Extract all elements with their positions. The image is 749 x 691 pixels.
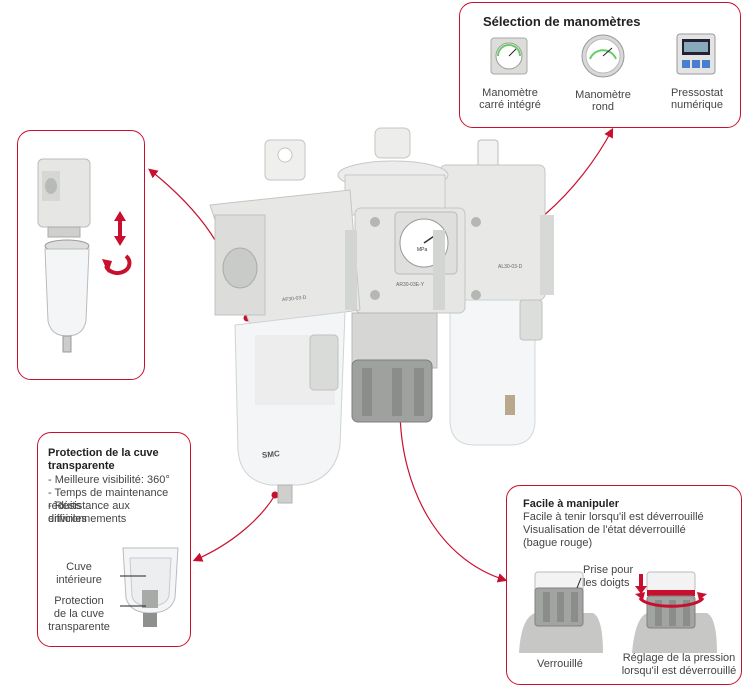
round-gauge-label-line1: Manomètre — [575, 89, 631, 101]
digital-switch-label-line2: numérique — [671, 99, 723, 111]
round-gauge-label-line2: rond — [591, 101, 615, 113]
manometer-selection-title: Sélection de manomètres — [483, 14, 641, 29]
regulator-unit — [337, 127, 466, 423]
easy-handling-title: Facile à manipuler — [523, 498, 619, 510]
easy-handling-callout: Facile à manipuler Facile à tenir lorsqu… — [506, 485, 742, 685]
bowl-detail-illustration — [120, 547, 179, 627]
finger-grip-label-line2: les doigts — [583, 577, 630, 589]
digital-switch-label-line1: Pressostat — [671, 87, 723, 99]
bowl-protection-bullet-4: difficiles — [48, 513, 87, 525]
filter-brand-logo: SMC — [261, 449, 281, 460]
connector-bowl-callout — [192, 494, 276, 562]
filter-disassembly-callout — [17, 130, 145, 380]
digital-pressure-switch-icon — [676, 33, 716, 75]
bowl-protection-title-line2: transparente — [48, 460, 115, 472]
bowl-guard-label-line3: transparente — [48, 621, 110, 633]
locked-label: Verrouillé — [537, 658, 583, 670]
bowl-protection-bullet-3: - Résistance aux environnements — [48, 500, 130, 525]
easy-handling-line-3: (bague rouge) — [523, 537, 593, 549]
connector-handle-callout — [399, 407, 508, 583]
lubricator-model-code: AL30-03-D — [498, 264, 523, 270]
bowl-protection-callout: Protection de la cuve transparente - Mei… — [37, 432, 191, 647]
lubricator-unit — [439, 139, 554, 446]
inner-bowl-label-line1: Cuve — [66, 561, 92, 573]
bowl-protection-bullet-2: - Temps de maintenance réduits — [48, 487, 169, 512]
manometer-selection-callout: Sélection de manomètres Manomètre carré … — [459, 2, 741, 128]
handle-states-illustration — [519, 571, 717, 653]
filter-disassembly-illustration — [37, 158, 132, 353]
square-gauge-icon — [490, 37, 528, 75]
easy-handling-line-2: Visualisation de l'état déverrouillé — [523, 524, 686, 536]
easy-handling-line-1: Facile à tenir lorsqu'il est déverrouill… — [523, 511, 704, 523]
bowl-guard-label-line1: Protection — [54, 595, 104, 607]
finger-grip-label-line1: Prise pour — [583, 564, 634, 576]
unlocked-adjust-label-line1: Réglage de la pression — [622, 652, 736, 664]
unlocked-adjust-label-line2: lorsqu'il est déverrouillé — [621, 665, 737, 677]
inner-bowl-label-line2: intérieure — [56, 574, 102, 586]
square-gauge-label-line2: carré intégré — [479, 99, 541, 111]
bowl-protection-bullet-1: - Meilleure visibilité: 360° — [48, 474, 170, 486]
filter-unit — [209, 139, 361, 504]
round-gauge-icon — [581, 34, 625, 78]
square-gauge-label-line1: Manomètre — [482, 87, 538, 99]
bowl-guard-label-line2: de la cuve — [53, 608, 105, 620]
bowl-protection-title-line1: Protection de la cuve — [48, 447, 159, 459]
regulator-model-code: AR30-03E-Y — [396, 282, 425, 288]
gauge-unit-label: MPa — [417, 247, 428, 253]
